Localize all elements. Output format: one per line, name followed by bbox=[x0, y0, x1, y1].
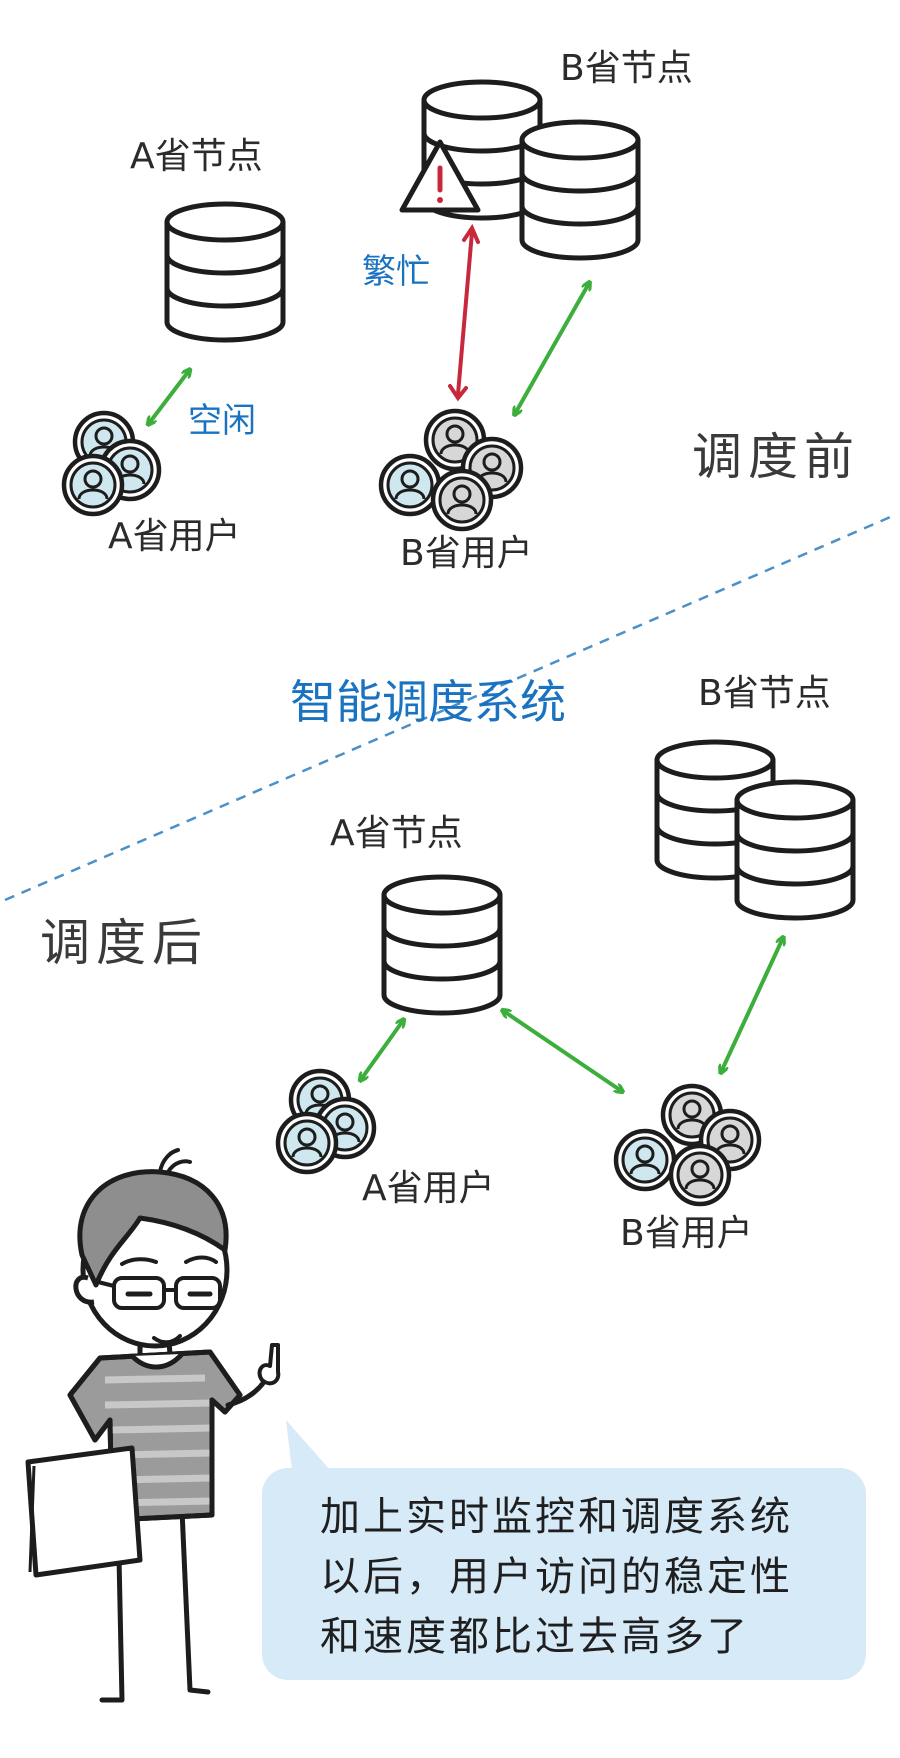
after-b-users-label: B省用户 bbox=[620, 1213, 753, 1254]
before-b-connection-arrow bbox=[516, 285, 588, 412]
after-b-users-icon bbox=[616, 1086, 759, 1204]
after-b-node-database-icon bbox=[657, 742, 853, 918]
speech-bubble bbox=[262, 1420, 866, 1680]
warning-icon bbox=[399, 139, 481, 213]
after-b-connection-arrow bbox=[722, 940, 782, 1070]
after-a-node-label: A省节点 bbox=[330, 813, 463, 854]
before-a-node-label: A省节点 bbox=[130, 136, 263, 177]
before-b-node-label: B省节点 bbox=[560, 48, 693, 89]
busy-label: 繁忙 bbox=[362, 252, 430, 292]
after-section-label: 调度后 bbox=[40, 914, 208, 972]
after-a-connection-arrow bbox=[362, 1022, 402, 1078]
character-illustration bbox=[25, 1148, 281, 1703]
before-a-node-database-icon bbox=[167, 204, 283, 340]
speech-line-2: 以后，用户访问的稳定性 bbox=[320, 1554, 793, 1600]
busy-connection-arrow bbox=[448, 223, 480, 402]
before-b-users-label: B省用户 bbox=[400, 533, 533, 574]
idle-connection-arrow bbox=[150, 372, 188, 422]
after-a-to-b-connection-arrow bbox=[505, 1012, 620, 1090]
after-a-node-database-icon bbox=[384, 877, 500, 1013]
after-a-users-icon bbox=[278, 1071, 374, 1172]
idle-label: 空闲 bbox=[188, 401, 256, 441]
before-a-users-label: A省用户 bbox=[108, 516, 241, 557]
before-section-label: 调度前 bbox=[692, 428, 860, 486]
system-label: 智能调度系统 bbox=[290, 675, 566, 729]
after-a-users-label: A省用户 bbox=[362, 1168, 495, 1209]
before-a-users-icon bbox=[64, 413, 159, 514]
before-b-users-icon bbox=[381, 411, 521, 529]
speech-line-1: 加上实时监控和调度系统 bbox=[320, 1494, 793, 1540]
after-b-node-label: B省节点 bbox=[698, 673, 831, 714]
speech-line-3: 和速度都比过去高多了 bbox=[320, 1614, 750, 1660]
